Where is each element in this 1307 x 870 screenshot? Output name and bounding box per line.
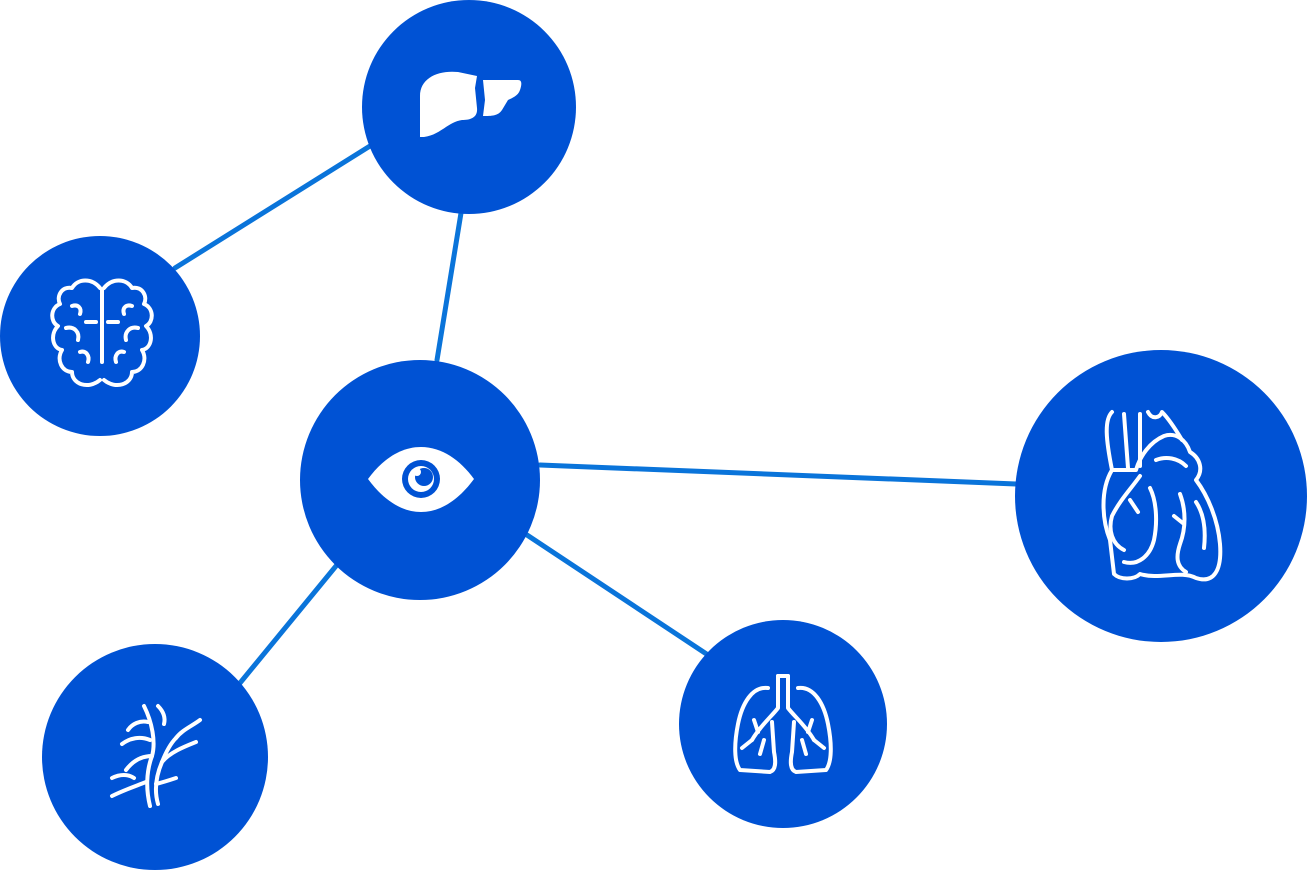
node-lungs: [679, 620, 887, 828]
heart-icon: [1101, 410, 1223, 582]
node-bronchi: [42, 644, 268, 870]
liver-icon: [420, 71, 522, 137]
edge-eye-heart: [537, 462, 1019, 487]
edge-liver-brain: [172, 143, 373, 271]
node-eye: [300, 360, 540, 600]
eye-icon: [368, 447, 474, 512]
edge-liver-eye: [434, 210, 464, 363]
node-heart: [1015, 350, 1307, 642]
edges: [172, 143, 1019, 686]
edge-eye-lungs: [524, 532, 711, 658]
node-liver: [362, 0, 576, 214]
edge-eye-bronchi: [237, 563, 339, 686]
bronchi-icon: [110, 704, 202, 808]
brain-icon: [50, 278, 154, 388]
node-brain: [0, 236, 200, 436]
lungs-icon: [733, 674, 833, 774]
